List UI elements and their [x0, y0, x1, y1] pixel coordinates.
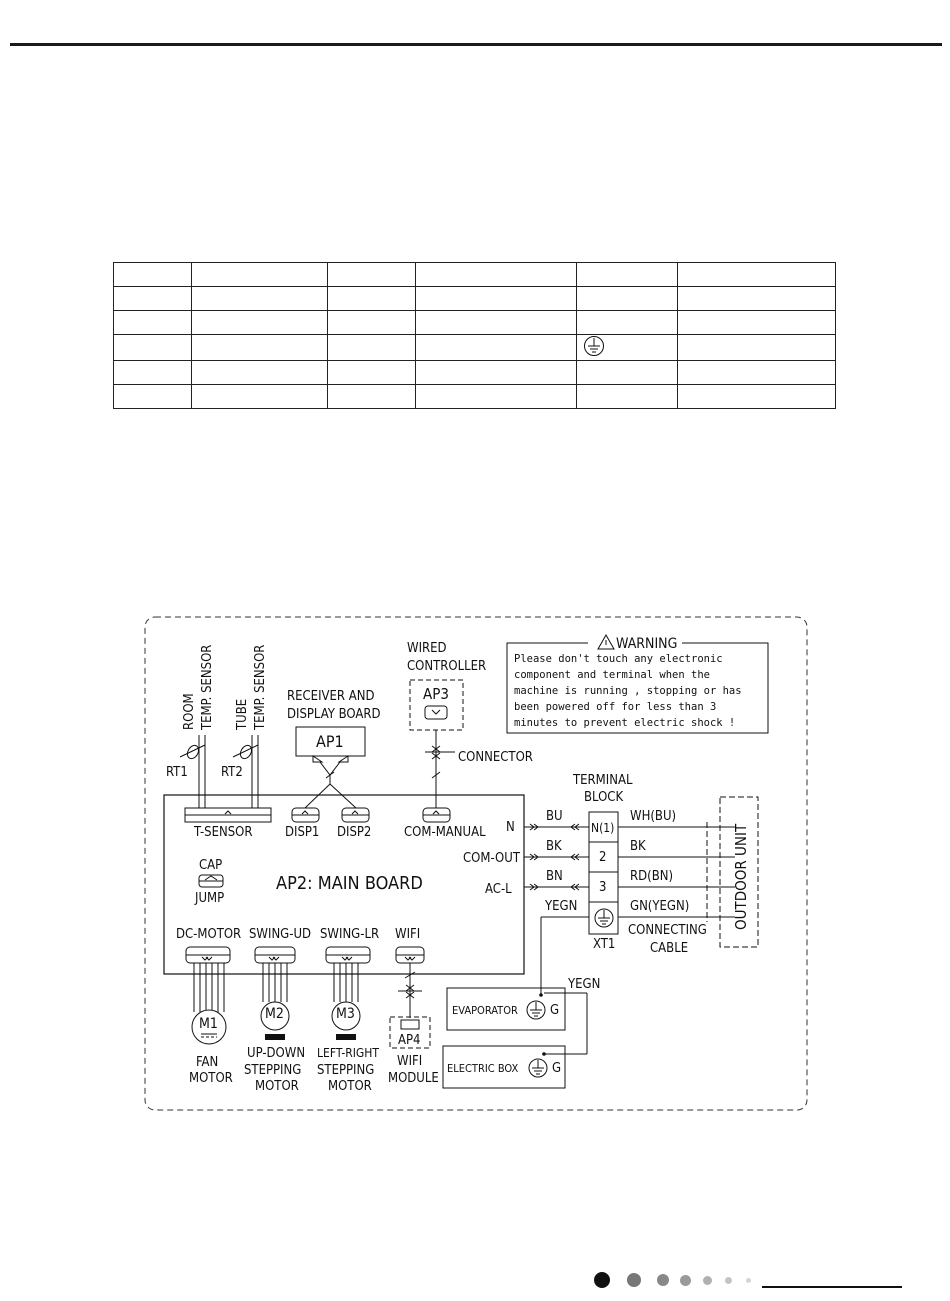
wired-label-2: CONTROLLER	[407, 659, 486, 674]
warning-line: machine is running , stopping or has	[514, 685, 742, 697]
receiver-label-2: DISPLAY BOARD	[287, 707, 381, 722]
warning-line: Please don't touch any electronic	[514, 653, 723, 665]
com-out-label: COM-OUT	[463, 851, 521, 866]
leftright-label-2: STEPPING	[317, 1063, 374, 1078]
page-dot	[703, 1276, 712, 1285]
room-label: ROOM	[182, 693, 197, 730]
terminal-n1: N(1)	[591, 821, 614, 835]
yegn2-label: YEGN	[567, 977, 600, 992]
t-sensor-label: T-SENSOR	[193, 825, 253, 840]
leftright-label-3: MOTOR	[328, 1079, 372, 1094]
ap3-label: AP3	[423, 685, 449, 703]
rt1-label: RT1	[166, 765, 188, 780]
dc-motor-label: DC-MOTOR	[176, 927, 241, 942]
terminal-label-2: BLOCK	[584, 790, 623, 805]
terminal-2: 2	[599, 850, 606, 865]
page-dot	[657, 1274, 669, 1286]
main-board-label: AP2: MAIN BOARD	[276, 873, 423, 894]
com-manual-label: COM-MANUAL	[404, 825, 486, 840]
room-temp-sensor: ROOM TEMP. SENSOR RT1	[166, 645, 215, 808]
ap4-box	[389, 1016, 431, 1049]
table-row	[113, 384, 836, 409]
page-dot	[594, 1272, 610, 1288]
ap1-box	[295, 726, 366, 757]
ap4-label: AP4	[398, 1033, 421, 1048]
m1-label: M1	[199, 1016, 218, 1032]
warning-icon	[597, 633, 615, 650]
terminal-block	[588, 811, 619, 935]
cap-label: CAP	[199, 858, 222, 873]
terminal-3: 3	[599, 880, 606, 895]
swing-lr-label: SWING-LR	[320, 927, 379, 942]
page-dot	[627, 1273, 641, 1287]
electric-box	[442, 1045, 566, 1089]
diagram-frame	[144, 616, 808, 1111]
warning-line: been powered off for less than 3	[514, 701, 716, 713]
rt2-label: RT2	[221, 765, 243, 780]
outdoor-unit-label: OUTDOOR UNIT	[732, 823, 750, 930]
m3-label: M3	[336, 1006, 355, 1022]
fan-motor-label-2: MOTOR	[189, 1071, 233, 1086]
warning-line: component and terminal when the	[514, 669, 710, 681]
updown-label-3: MOTOR	[255, 1079, 299, 1094]
updown-label-2: STEPPING	[244, 1063, 301, 1078]
ac-l-label: AC-L	[485, 882, 512, 897]
swing-ud-label: SWING-UD	[249, 927, 311, 942]
fan-motor-label-1: FAN	[196, 1055, 218, 1070]
connector-label: CONNECTOR	[458, 750, 533, 765]
terminal-label-1: TERMINAL	[572, 773, 633, 788]
tube-label: TUBE	[235, 699, 250, 731]
page-dot	[680, 1275, 691, 1286]
receiver-label-1: RECEIVER AND	[287, 689, 375, 704]
page-dot	[725, 1277, 732, 1284]
table-row	[113, 286, 836, 311]
wh-bu-label: WH(BU)	[630, 809, 676, 824]
n-label: N	[506, 820, 515, 835]
leftright-label-1: LEFT-RIGHT	[317, 1046, 379, 1060]
main-board	[163, 794, 525, 975]
yegn-label: YEGN	[544, 899, 577, 914]
connecting-cable-label-2: CABLE	[650, 941, 688, 956]
wired-label-1: WIRED	[407, 641, 447, 656]
bk-label: BK	[546, 839, 562, 854]
m2-label: M2	[265, 1006, 284, 1022]
ground-icon	[584, 336, 604, 356]
electric-box-g: G	[552, 1061, 561, 1076]
bn-label: BN	[546, 869, 563, 884]
evaporator-box	[446, 987, 566, 1031]
electric-box-label: ELECTRIC BOX	[447, 1062, 518, 1075]
connecting-cable-label-1: CONNECTING	[628, 923, 707, 938]
evaporator-g: G	[550, 1003, 559, 1018]
warning-title: WARNING	[616, 636, 677, 652]
updown-label-1: UP-DOWN	[247, 1046, 305, 1061]
wifi-module-label-2: MODULE	[388, 1071, 439, 1086]
warning-line: minutes to prevent electric shock !	[514, 717, 735, 729]
page-dot	[746, 1278, 751, 1283]
wifi-label: WIFI	[395, 927, 420, 942]
room-label-2: TEMP. SENSOR	[200, 645, 215, 731]
tube-label-2: TEMP. SENSOR	[253, 645, 268, 731]
table-row	[113, 310, 836, 335]
gn-yegn-label: GN(YEGN)	[630, 899, 689, 914]
rd-bn-label: RD(BN)	[630, 869, 673, 884]
warning-text: Please don't touch any electronic compon…	[514, 653, 742, 729]
outdoor-unit-box	[719, 796, 759, 948]
jump-label: JUMP	[194, 891, 224, 906]
footer-rule	[762, 1286, 902, 1288]
leftright-motor	[331, 1001, 361, 1031]
tube-temp-sensor: TUBE TEMP. SENSOR RT2	[221, 645, 268, 808]
header-rule	[10, 43, 942, 46]
symbol-legend-table	[113, 262, 836, 409]
wifi-module-label-1: WIFI	[397, 1054, 422, 1069]
fan-motor	[191, 1009, 227, 1045]
bk-right-label: BK	[630, 839, 646, 854]
updown-motor	[260, 1001, 290, 1031]
evaporator-label: EVAPORATOR	[452, 1004, 518, 1017]
disp1-label: DISP1	[285, 825, 319, 840]
xt1-label: XT1	[593, 937, 615, 952]
disp2-label: DISP2	[337, 825, 371, 840]
bu-label: BU	[546, 809, 563, 824]
ap1-label: AP1	[316, 732, 344, 751]
